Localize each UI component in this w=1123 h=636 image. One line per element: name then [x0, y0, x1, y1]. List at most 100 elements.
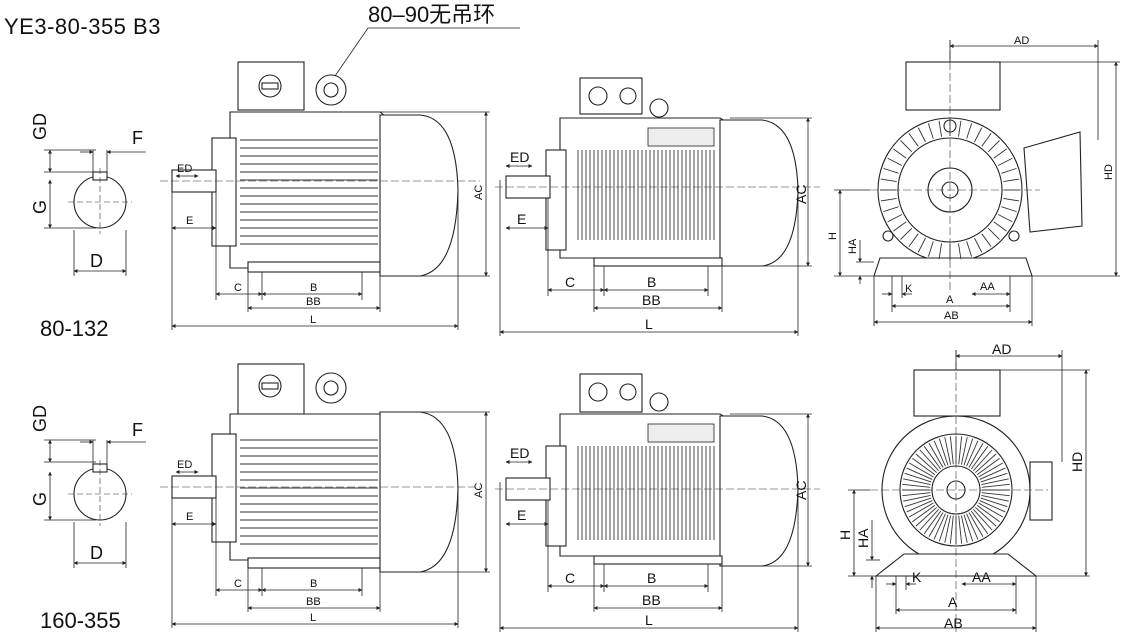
side-view-2-row2: [495, 373, 820, 567]
side-view-2-row1-fins: [577, 150, 715, 240]
label-AA-row2: AA: [972, 569, 991, 585]
cooling-fin: [963, 514, 974, 542]
cooling-fin: [963, 438, 974, 466]
cooling-fin: [981, 492, 1010, 497]
label-K-row1: K: [905, 283, 913, 295]
cooling-fin: [970, 446, 989, 470]
row-label-large-frame: 160-355: [40, 608, 121, 633]
cooling-fin: [927, 123, 934, 139]
cooling-fin: [887, 157, 903, 166]
cooling-fin: [880, 178, 897, 182]
cooling-fin: [908, 133, 919, 147]
cooling-fin: [968, 512, 984, 537]
label-C-s2r2: C: [565, 570, 575, 586]
label-L-s2r2: L: [645, 612, 653, 628]
cooling-fin: [917, 237, 926, 253]
side-view-2-row2-dims: [499, 413, 812, 632]
cooling-fin: [960, 437, 968, 465]
cooling-fin: [975, 453, 997, 473]
label-GD-row2: GD: [30, 405, 50, 432]
cooling-fin: [974, 237, 983, 253]
label-C-s1r2: C: [234, 578, 242, 590]
front-view-row1-fins: [880, 120, 1020, 260]
cooling-fin: [909, 502, 934, 518]
cooling-fin: [915, 507, 937, 527]
drawing-title: YE3-80-355 B3: [4, 14, 161, 39]
label-G-row2: G: [30, 492, 50, 506]
label-ED-s2r2: ED: [510, 445, 529, 461]
front-view-row2-fins: [902, 436, 1010, 544]
label-C-s1r1: C: [234, 282, 242, 294]
cooling-fin: [980, 472, 1008, 483]
side-view-1-row2: [160, 363, 480, 573]
cooling-fin: [893, 148, 907, 159]
front-view-row1-dims: [834, 40, 1120, 326]
label-L-s1r2: L: [310, 612, 316, 624]
cooling-fin: [938, 514, 949, 542]
cooling-fin: [903, 494, 931, 502]
cooling-fin: [978, 462, 1003, 478]
cooling-fin: [927, 241, 934, 257]
label-H-row2: H: [837, 530, 853, 540]
cooling-fin: [893, 221, 907, 232]
cooling-fin: [970, 510, 989, 534]
cooling-fin: [883, 206, 899, 213]
label-D-row2: D: [90, 543, 103, 563]
label-C-s2r1: C: [565, 274, 575, 290]
label-ED-s1r2: ED: [177, 459, 192, 471]
cooling-fin: [902, 492, 931, 497]
cooling-fin: [997, 157, 1013, 166]
label-HD-row1: HD: [1103, 164, 1115, 180]
cooling-fin: [981, 483, 1010, 488]
cooling-fin: [987, 140, 1000, 153]
cooling-fin: [938, 120, 942, 137]
cooling-fin: [981, 233, 992, 247]
cooling-fin: [909, 462, 934, 478]
cooling-fin: [923, 510, 942, 534]
cooling-fin: [906, 467, 933, 480]
cooling-fin: [949, 515, 954, 544]
label-K-row2: K: [912, 569, 922, 585]
cooling-fin: [933, 440, 946, 467]
shaft-section-row1: [44, 149, 146, 276]
cooling-fin: [979, 500, 1006, 513]
label-A-row1: A: [946, 294, 954, 306]
cooling-fin: [974, 127, 983, 143]
cooling-fin: [973, 509, 993, 531]
cooling-fin: [944, 515, 952, 543]
label-D-row1: D: [90, 251, 103, 271]
cooling-fin: [966, 440, 979, 467]
label-HA-row2: HA: [855, 528, 871, 548]
label-G-row1: G: [30, 200, 50, 214]
cooling-fin: [993, 148, 1007, 159]
cooling-fin: [902, 483, 931, 488]
label-AC-s1r2: AC: [473, 483, 485, 498]
shaft-section-row2: [44, 439, 146, 568]
cooling-fin: [976, 504, 1000, 523]
label-AD-row2: AD: [992, 341, 1011, 357]
front-view-row1: [870, 40, 1083, 290]
side-view-1-row2-fins: [240, 439, 378, 545]
label-HA-row1: HA: [847, 238, 859, 254]
label-B-s1r2: B: [310, 578, 317, 590]
label-E-s1r1: E: [186, 215, 193, 227]
cooling-fin: [958, 515, 963, 544]
cooling-fin: [949, 436, 954, 465]
eyebolt-note: 80–90无吊环: [368, 2, 495, 27]
label-H-row1: H: [827, 232, 839, 240]
label-AB-row1: AB: [944, 310, 959, 322]
side-view-1-row2-dims: [171, 411, 490, 628]
label-L-s2r1: L: [645, 316, 653, 332]
label-BB-s1r1: BB: [306, 296, 321, 308]
side-view-2-row1-dims: [499, 117, 812, 336]
cooling-fin: [978, 502, 1003, 518]
cooling-fin: [919, 509, 939, 531]
label-AA-row1: AA: [980, 281, 995, 293]
cooling-fin: [960, 515, 968, 543]
cooling-fin: [958, 436, 963, 465]
cooling-fin: [1003, 198, 1020, 202]
cooling-fin: [966, 241, 973, 257]
label-B-s1r1: B: [310, 282, 317, 294]
cooling-fin: [906, 500, 933, 513]
